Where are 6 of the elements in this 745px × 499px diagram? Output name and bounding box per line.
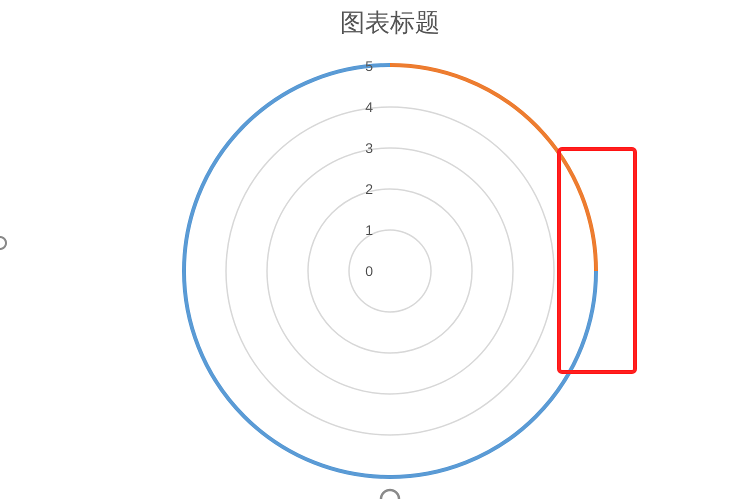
axis-tick-label: 3 bbox=[365, 140, 373, 156]
axis-tick-label: 1 bbox=[365, 222, 373, 238]
axis-tick-label: 0 bbox=[365, 263, 373, 279]
axis-tick-label: 2 bbox=[365, 181, 373, 197]
chart-title: 图表标题 bbox=[339, 8, 441, 39]
axis-tick-label: 4 bbox=[365, 99, 373, 115]
